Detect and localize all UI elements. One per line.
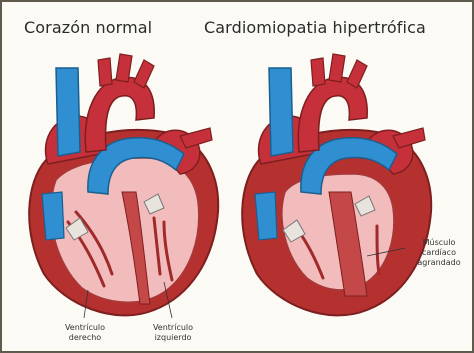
- aortic-branch-1: [311, 58, 325, 86]
- label-enlarged-muscle: Músculo cardíaco agrandado: [406, 238, 472, 268]
- inferior-vena-cava: [42, 192, 64, 240]
- label-left-ventricle-line1: Ventrículo: [144, 323, 202, 333]
- title-hypertrophic-heart: Cardiomiopatia hipertrófica: [204, 18, 426, 37]
- label-left-ventricle: Ventrículo izquierdo: [144, 323, 202, 343]
- normal-heart-illustration: [4, 42, 224, 342]
- hypertrophic-heart-illustration: [217, 42, 437, 342]
- aortic-branch-3: [347, 60, 367, 88]
- pulmonary-vein: [393, 128, 425, 148]
- label-left-ventricle-line2: izquierdo: [144, 333, 202, 343]
- aortic-branch-3: [134, 60, 154, 88]
- label-right-ventricle-line1: Ventrículo: [54, 323, 116, 333]
- pulmonary-vein: [180, 128, 212, 148]
- aortic-branch-1: [98, 58, 112, 86]
- label-enlarged-muscle-line3: agrandado: [406, 258, 472, 268]
- label-enlarged-muscle-line1: Músculo: [406, 238, 472, 248]
- label-right-ventricle: Ventrículo derecho: [54, 323, 116, 343]
- title-normal-heart: Corazón normal: [24, 18, 152, 37]
- superior-vena-cava: [269, 68, 293, 156]
- label-enlarged-muscle-line2: cardíaco: [406, 248, 472, 258]
- superior-vena-cava: [56, 68, 80, 156]
- inferior-vena-cava: [255, 192, 277, 240]
- label-right-ventricle-line2: derecho: [54, 333, 116, 343]
